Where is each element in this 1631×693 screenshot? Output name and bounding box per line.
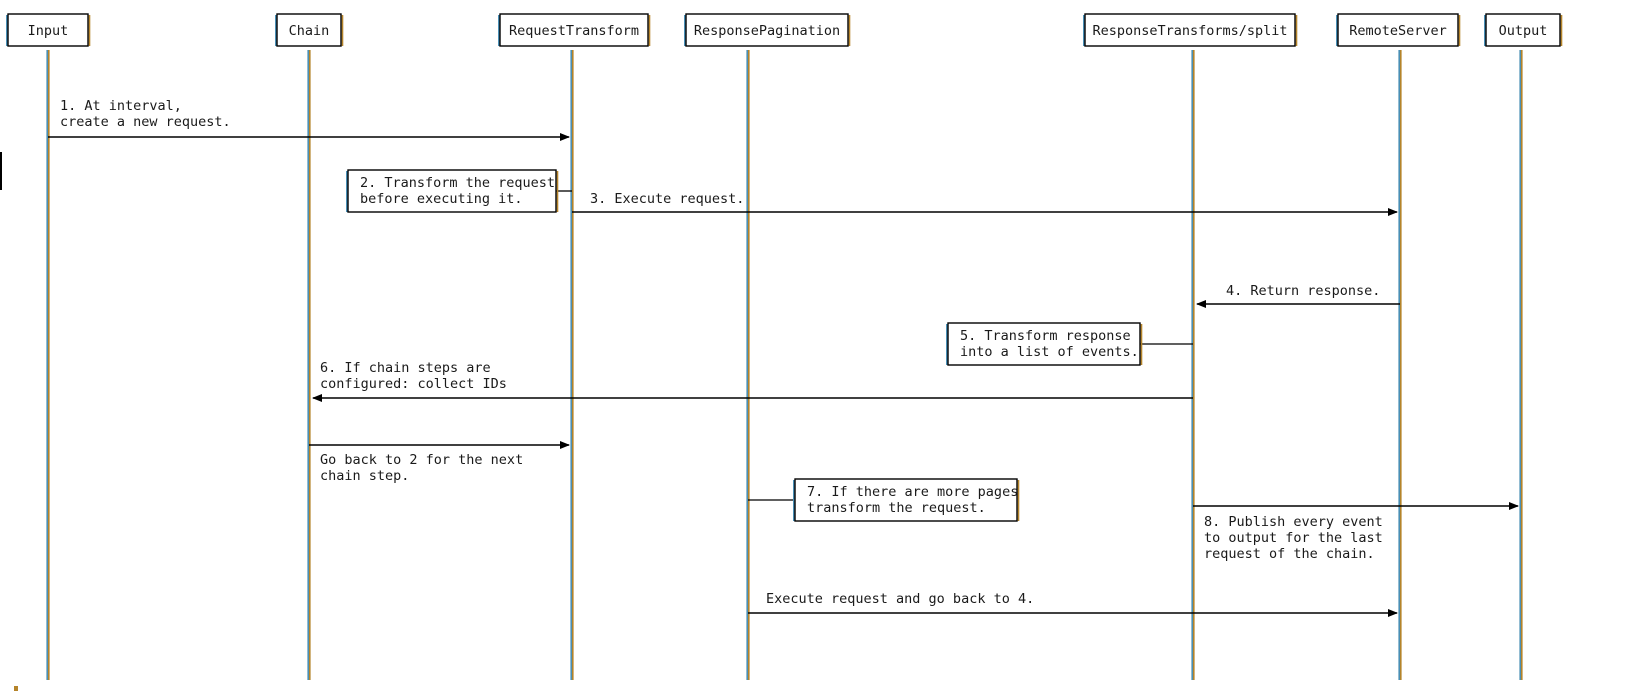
participant-box-input[interactable]: Input	[6, 13, 91, 47]
participant-box-response_pagination[interactable]: ResponsePagination	[683, 13, 851, 47]
message-label-line: Execute request and go back to 4.	[766, 591, 1034, 607]
lifeline-response_pagination	[746, 50, 750, 680]
note-label-line: 5. Transform response	[960, 328, 1131, 344]
lifeline-output	[1519, 50, 1523, 680]
lifeline-response_transforms	[1191, 50, 1195, 680]
participant-label: Chain	[289, 23, 330, 39]
message-label-line: create a new request.	[60, 114, 231, 130]
participant-box-face	[276, 13, 342, 47]
participant-box-face	[499, 13, 649, 47]
participant-box-face	[685, 13, 849, 47]
message-msg-4: 4. Return response.	[1196, 283, 1400, 308]
message-label-line: 4. Return response.	[1226, 283, 1380, 299]
participant-box-face	[1337, 13, 1459, 47]
message-label-line: 3. Execute request.	[590, 191, 744, 207]
participant-label: RemoteServer	[1349, 23, 1447, 39]
note-box-face	[947, 322, 1141, 366]
participant-label: ResponseTransforms/split	[1092, 23, 1287, 39]
participant-box-response_transforms[interactable]: ResponseTransforms/split	[1083, 13, 1298, 47]
message-msg-1: 1. At interval,create a new request.	[48, 98, 570, 141]
participant-label: ResponsePagination	[694, 23, 840, 39]
lifeline-input	[46, 50, 50, 680]
message-label-line: 6. If chain steps are	[320, 360, 491, 376]
message-msg-exec-goback4: Execute request and go back to 4.	[748, 591, 1398, 617]
messages-layer: 1. At interval,create a new request. 3. E…	[48, 98, 1519, 617]
participant-box-output[interactable]: Output	[1484, 13, 1563, 47]
participant-box-request_transform[interactable]: RequestTransform	[497, 13, 651, 47]
note-label-line: into a list of events.	[960, 344, 1139, 360]
note-box-face	[794, 478, 1018, 522]
note-label-line: 2. Transform the request	[360, 175, 555, 191]
participant-box-face	[1084, 13, 1296, 47]
note-label-line: transform the request.	[807, 500, 986, 516]
participant-label: Output	[1499, 23, 1548, 39]
message-label-line: request of the chain.	[1204, 546, 1375, 562]
message-label-line: to output for the last	[1204, 530, 1383, 546]
participant-label: RequestTransform	[509, 23, 639, 39]
message-label-line: chain step.	[320, 468, 409, 484]
participant-label: Input	[28, 23, 69, 39]
participants-layer: Input Chain RequestTransform ResponsePagina…	[6, 13, 1563, 47]
note-box-face	[347, 169, 557, 213]
lifeline-request_transform	[570, 50, 574, 680]
note-label-line: before executing it.	[360, 191, 523, 207]
message-label-line: 8. Publish every event	[1204, 514, 1383, 530]
participant-box-face	[7, 13, 89, 47]
message-msg-3: 3. Execute request.	[572, 191, 1398, 216]
note-label-line: 7. If there are more pages	[807, 484, 1018, 500]
message-label-line: Go back to 2 for the next	[320, 452, 523, 468]
lifeline-remote_server	[1398, 50, 1402, 680]
participant-box-chain[interactable]: Chain	[274, 13, 344, 47]
participant-box-face	[1485, 13, 1561, 47]
lifeline-chain	[307, 50, 311, 680]
lifelines-layer	[46, 50, 1523, 680]
participant-box-remote_server[interactable]: RemoteServer	[1336, 13, 1461, 47]
message-label-line: 1. At interval,	[60, 98, 182, 114]
message-label-line: configured: collect IDs	[320, 376, 507, 392]
stray-edge-marks	[0, 152, 18, 691]
